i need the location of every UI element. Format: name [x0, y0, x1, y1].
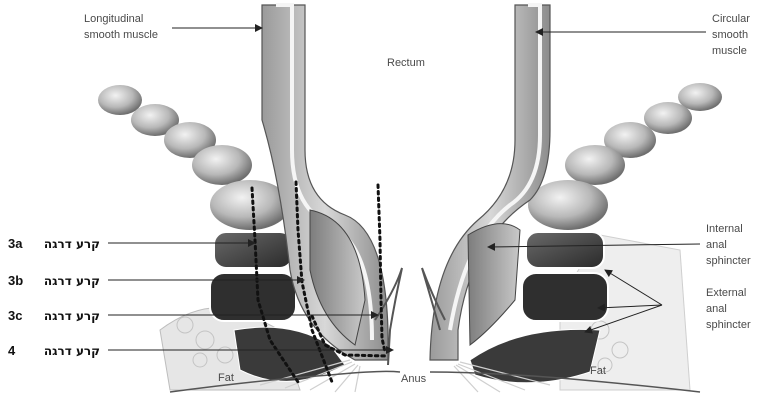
label-external-3: sphincter	[706, 319, 751, 331]
svg-text:קרע דרגה: קרע דרגה	[44, 309, 100, 323]
label-anus: Anus	[401, 373, 427, 385]
grade-3a-label: 3a קרע דרגה	[8, 236, 100, 251]
grade-3c-label: 3c קרע דרגה	[8, 308, 100, 323]
svg-text:3a: 3a	[8, 236, 23, 251]
svg-text:4: 4	[8, 343, 16, 358]
label-longitudinal-1: Longitudinal	[84, 13, 143, 25]
levator-muscle-right	[528, 83, 722, 230]
label-fat-left: Fat	[218, 372, 234, 384]
svg-text:3c: 3c	[8, 308, 22, 323]
label-external-2: anal	[706, 303, 727, 315]
label-internal-2: anal	[706, 239, 727, 251]
svg-text:קרע דרגה: קרע דרגה	[44, 344, 100, 358]
svg-text:קרע דרגה: קרע דרגה	[44, 274, 100, 288]
grade-4-label: 4 קרע דרגה	[8, 343, 100, 358]
svg-text:קרע דרגה: קרע דרגה	[44, 237, 100, 251]
svg-text:3b: 3b	[8, 273, 23, 288]
levator-muscle-left	[98, 85, 290, 230]
label-internal-3: sphincter	[706, 255, 751, 267]
label-internal-1: Internal	[706, 223, 743, 235]
label-rectum: Rectum	[387, 57, 425, 69]
label-circular-1: Circular	[712, 13, 750, 25]
label-circular-3: muscle	[712, 45, 747, 57]
label-external-1: External	[706, 287, 746, 299]
grade-3b-label: 3b קרע דרגה	[8, 273, 100, 288]
label-circular-2: smooth	[712, 29, 748, 41]
label-longitudinal-2: smooth muscle	[84, 29, 158, 41]
label-fat-right: Fat	[590, 365, 606, 377]
